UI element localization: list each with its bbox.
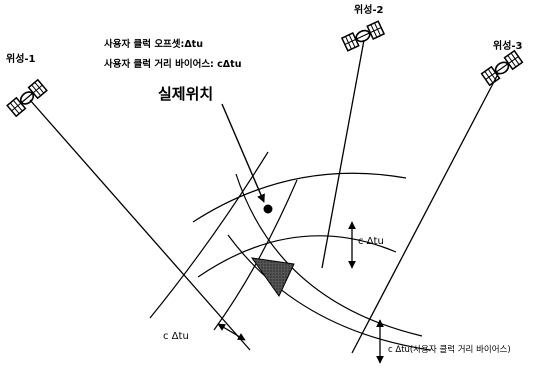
satellite-2-line-of-sight: [321, 39, 365, 269]
satellite-2-inner-range-arc: [192, 172, 407, 223]
legend-clock-range-bias: 사용자 클럭 거리 바이어스: cΔtu: [104, 58, 241, 70]
satellite-3-line-of-sight: [351, 73, 499, 354]
satellite-3-inner-range-arc: [235, 173, 423, 337]
satellite-1-bias-arrow: [217, 323, 246, 341]
satellite-3-icon: [480, 49, 524, 87]
satellite-1-bias-label: c Δtu: [163, 331, 189, 342]
satellite-2-bias-label: c Δtu: [358, 236, 384, 247]
legend-clock-offset: 사용자 클럭 오프셋:Δtu: [104, 38, 203, 50]
satellite-3-bias-label: c Δtu(사용자 클럭 거리 바이어스): [388, 344, 511, 355]
satellite-1-line-of-sight: [29, 99, 251, 351]
satellite-1-icon: [6, 78, 48, 118]
satellite-1-inner-range-arc: [149, 151, 269, 319]
satellite-1-label: 위성-1: [6, 52, 36, 65]
actual-position-arrow: [221, 103, 265, 203]
position-ambiguity-region: [250, 257, 295, 297]
actual-position-dot: [263, 204, 273, 214]
satellite-3-label: 위성-3: [493, 39, 523, 52]
satellite-2-label: 위성-2: [354, 3, 384, 16]
actual-position-label: 실제위치: [158, 85, 213, 103]
satellite-3-outer-range-arc: [227, 234, 431, 351]
satellite-2-outer-range-arc: [197, 235, 397, 278]
